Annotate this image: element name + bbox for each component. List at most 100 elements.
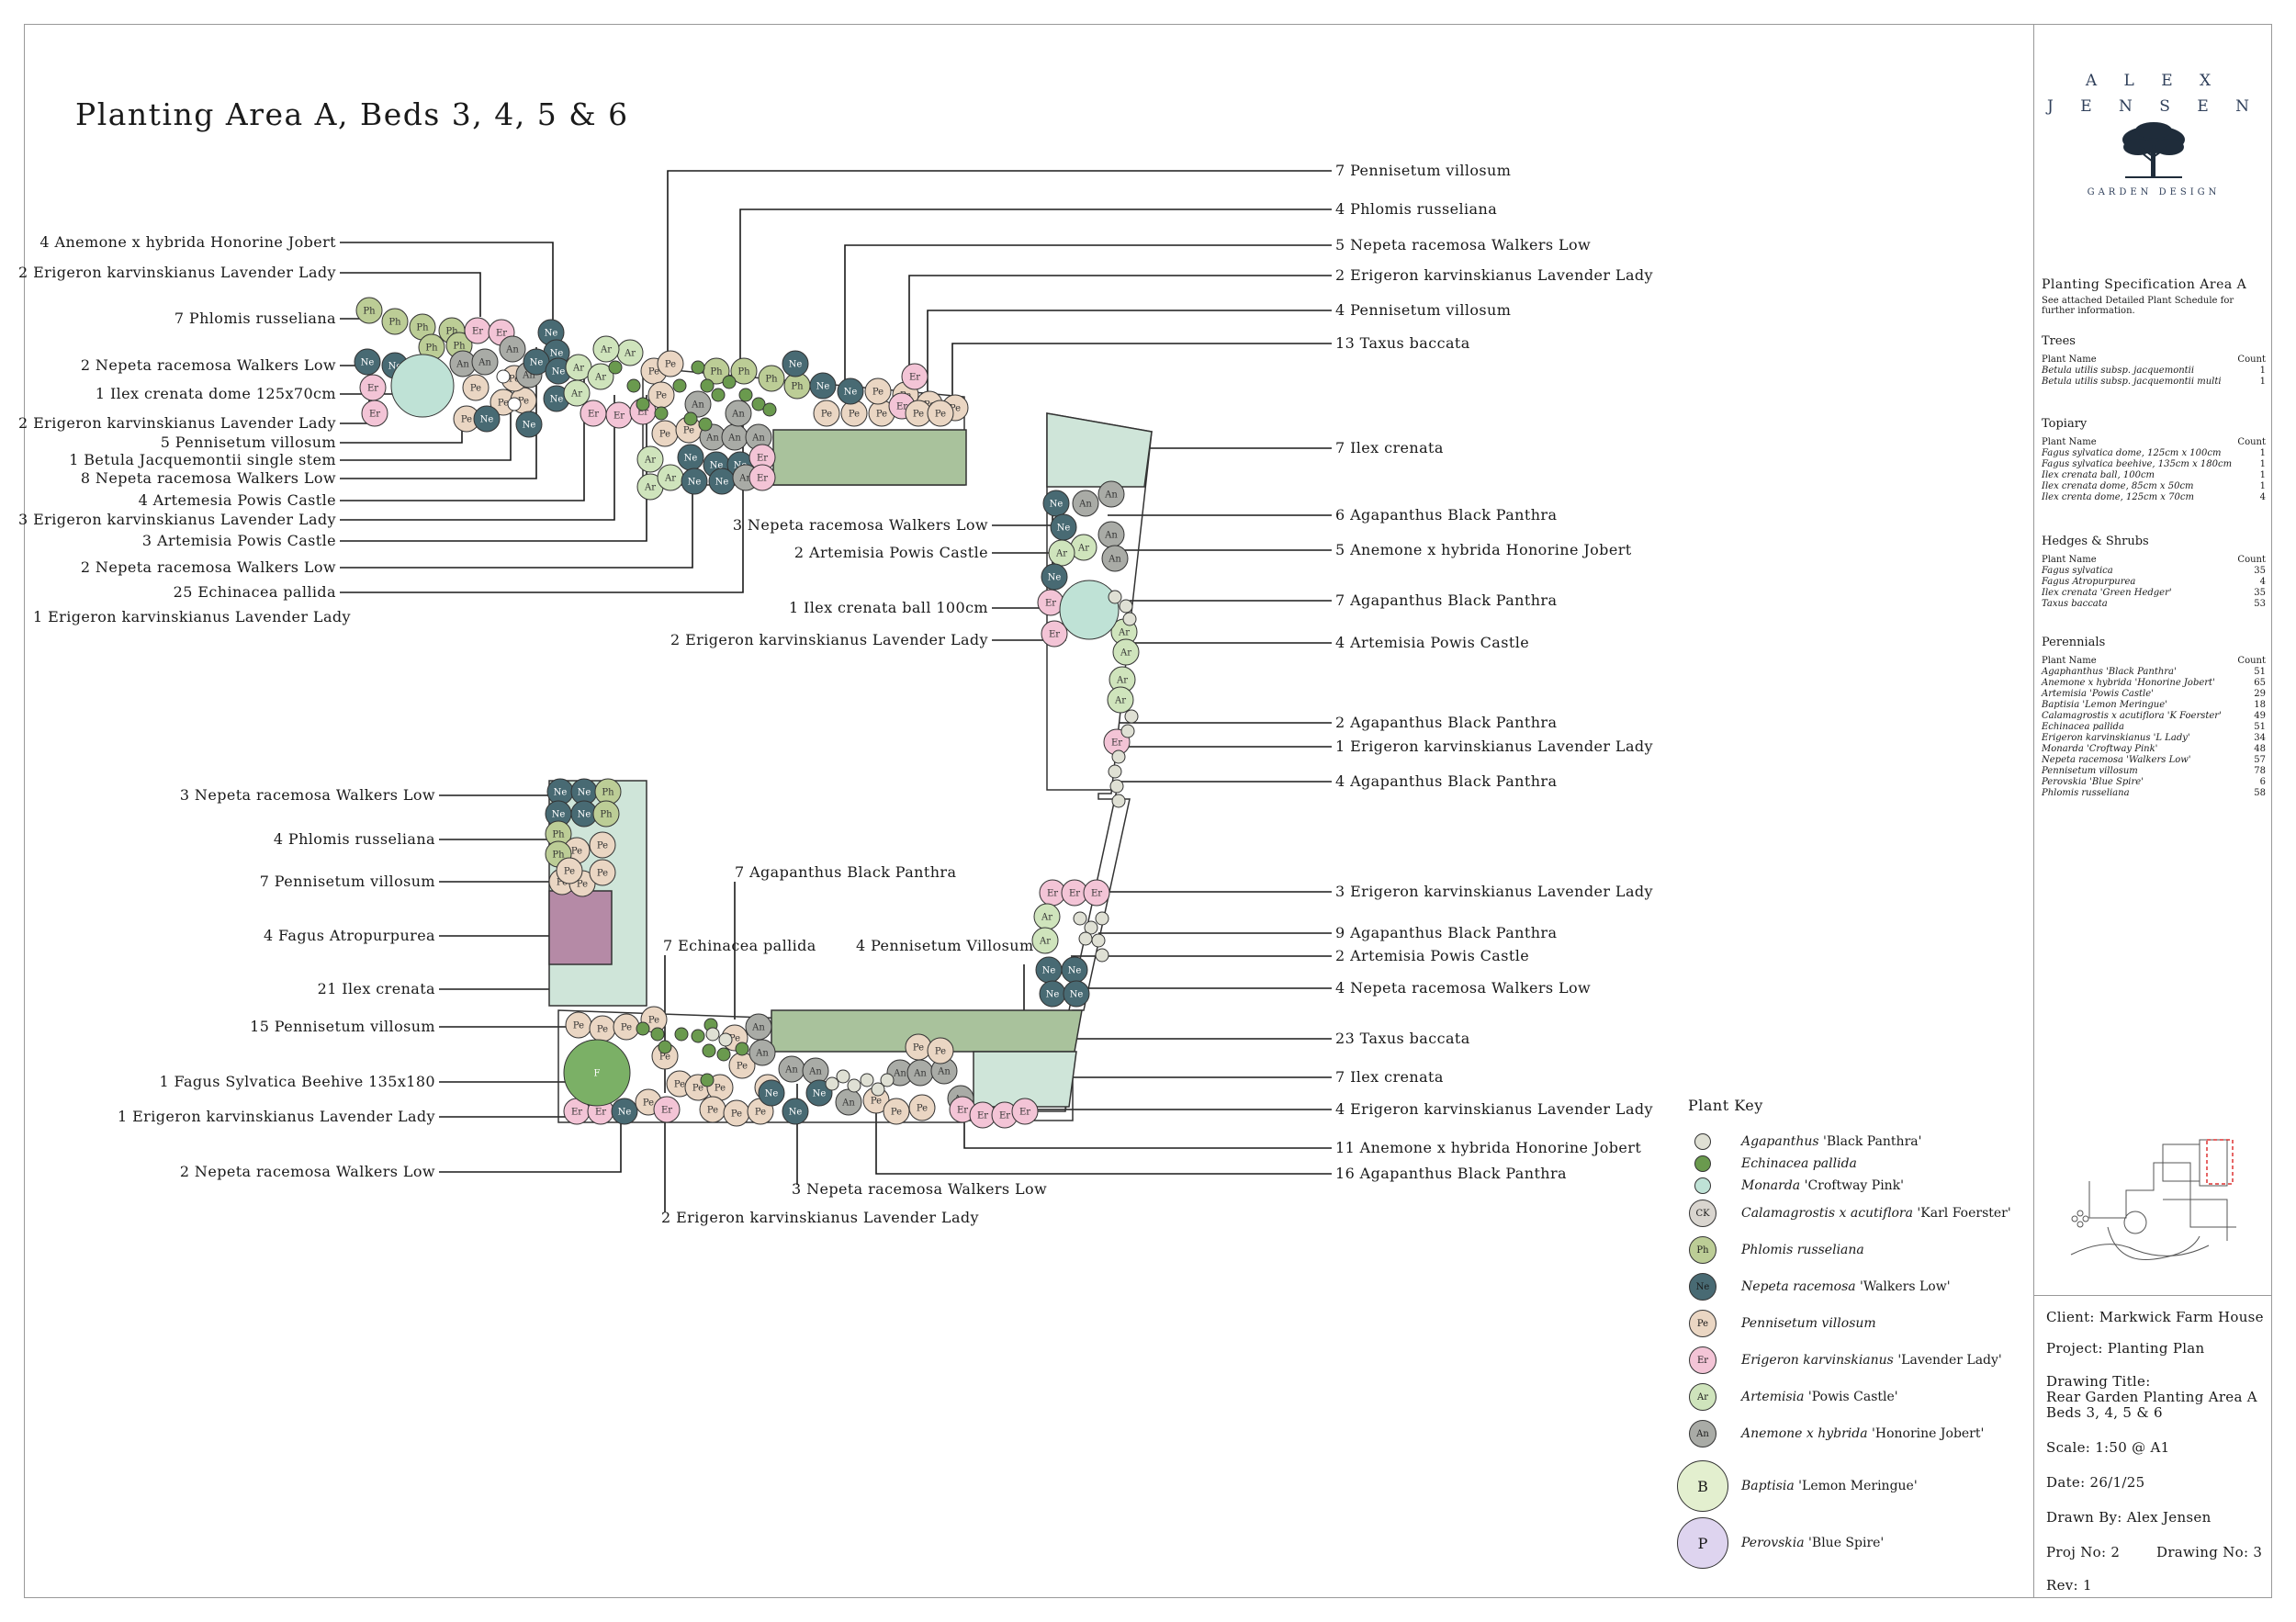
plant-callout-label: 5 Anemone x hybrida Honorine Jobert [1335,541,1632,558]
plant-pennisetum-label: Pe [924,400,935,411]
hedges-header: Plant Name Count [2042,555,2266,566]
plant-anemone-label: An [1078,500,1092,510]
leader-line [927,310,1332,404]
plant-anemone-label: An [751,434,765,444]
plant-nepeta [805,1079,833,1107]
plant-phlomis-label: Ph [737,367,750,377]
plant-pennisetum-label: Pe [913,410,924,420]
plant-anemone-label: An [751,1023,765,1033]
plant-artemisia [1107,686,1134,714]
brand-logo: A L E X J E N S E N GARDEN DESIGN [2034,68,2273,197]
plant-callout-label: 4 Pennisetum Villosum [856,937,1034,954]
plant-pennisetum [908,1094,936,1121]
plant-key-symbol-icon: B [1677,1460,1728,1512]
plant-callout-label: 2 Artemisia Powis Castle [1335,947,1530,964]
plant-callout-label: 4 Phlomis russeliana [273,830,435,848]
plant-callout-label: 2 Artemisia Powis Castle [793,544,988,561]
plant-callout-label: 15 Pennisetum villosum [250,1018,435,1035]
plant-erigeron-label: Er [757,474,768,484]
topiary-name: Ilex crenata dome, 85cm x 50cm [2042,481,2194,491]
plant-callout-label: 2 Nepeta racemosa Walkers Low [80,356,336,374]
perennials-row: Perovskia 'Blue Spire'6 [2042,777,2266,788]
leader-line [844,244,1332,381]
plant-phlomis-label: Ph [416,323,429,333]
plant-nepeta-label: Ne [816,382,830,392]
perennials-count: 29 [2254,689,2266,699]
plant-key-label: Pennisetum villosum [1741,1316,1876,1331]
plant-agapanthus [880,1073,895,1087]
plant-callout-label: 3 Erigeron karvinskianus Lavender Lady [18,511,336,528]
plant-pennisetum [589,859,616,886]
plant-callout-label: 4 Artemesia Powis Castle [138,491,336,509]
plant-nepeta-label: Ne [388,362,402,372]
plant-erigeron-label: Er [999,1111,1010,1121]
plant-pennisetum-label: Pe [577,880,588,890]
plant-callout-label: 1 Ilex crenata ball 100cm [788,599,988,616]
plant-echinacea [650,1027,665,1042]
fagus-beehive [563,1039,631,1107]
perennials-name: Echinacea pallida [2042,722,2124,732]
plant-pennisetum-label: Pe [656,391,667,401]
plant-key-symbol-icon: Ne [1689,1273,1716,1301]
plant-artemisia-label: Ar [600,345,612,355]
plant-pennisetum-label: Pe [917,1104,928,1114]
perennials-count: 18 [2254,700,2266,710]
topiary-name: Fagus sylvatica dome, 125cm x 100cm [2042,448,2222,458]
plant-callout-label: 6 Agapanthus Black Panthra [1335,506,1558,524]
hedges-name: Fagus Atropurpurea [2042,577,2136,587]
plant-callout-label: 4 Erigeron karvinskianus Lavender Lady [1335,1100,1653,1118]
plant-callout-label: 8 Nepeta racemosa Walkers Low [80,469,336,487]
plant-key-symbol-icon: Ar [1689,1383,1716,1411]
plant-pennisetum-label: Pe [935,1047,946,1057]
plant-callout-label: 2 Agapanthus Black Panthra [1335,714,1558,731]
side-panel: A L E X J E N S E N GARDEN DESIGN Planti… [2033,24,2272,1598]
perennials-name: Artemisia 'Powis Castle' [2042,689,2154,699]
page-title: Planting Area A, Beds 3, 4, 5 & 6 [75,96,629,132]
plant-agapanthus [1095,911,1109,926]
plant-nepeta-label: Ne [523,421,536,431]
plant-erigeron-label: Er [1069,889,1080,899]
plant-nepeta [809,372,837,400]
plant-echinacea [683,411,698,426]
trees-count: 1 [2259,366,2266,376]
plant-pennisetum-label: Pe [876,410,887,420]
plant-agapanthus [1120,724,1135,738]
title-block: Client: Markwick Farm House Project: Pla… [2033,1295,2272,1598]
plant-pennisetum-label: Pe [872,388,884,398]
perennials-count: 65 [2254,678,2266,688]
plant-phlomis-label: Ph [710,367,723,377]
plant-phlomis-label: Ph [388,318,401,328]
plant-anemone-label: An [738,474,752,484]
plant-anemone-label: An [478,358,491,368]
leader-line [340,347,537,479]
plant-nepeta [354,348,381,376]
plant-erigeron-label: Er [367,384,378,394]
plant-anemone-label: An [841,1098,855,1109]
leader-line [739,208,1332,367]
hedges-count: 35 [2254,588,2266,598]
plant-artemisia [636,445,664,473]
plant-echinacea [636,397,650,411]
hedges-row: Ilex crenata 'Green Hedger'35 [2042,588,2266,599]
plant-pennisetum [927,400,954,427]
site-location-map [2070,1139,2236,1261]
plant-callout-label: 4 Anemone x hybrida Honorine Jobert [39,233,336,251]
plant-agapanthus [705,1027,720,1042]
plant-nepeta-label: Ne [1068,966,1082,976]
plant-key-species: Anemone x hybrida [1741,1426,1868,1441]
plant-key-species: Baptisia [1741,1479,1795,1493]
plant-nepeta-label: Ne [480,415,494,425]
plant-phlomis-label: Ph [552,850,565,861]
plant-nepeta-label: Ne [1057,524,1071,534]
plant-anemone [1101,545,1129,572]
plant-erigeron-label: Er [496,329,507,339]
plant-callout-label: 5 Pennisetum villosum [160,434,336,451]
plant-anemone [725,400,752,427]
perennials-row: Anemone x hybrida 'Honorine Jobert'65 [2042,678,2266,689]
plant-erigeron-label: Er [1049,630,1060,640]
spec-title: Planting Specification Area A [2042,277,2247,292]
plant-erigeron-label: Er [1019,1108,1030,1118]
